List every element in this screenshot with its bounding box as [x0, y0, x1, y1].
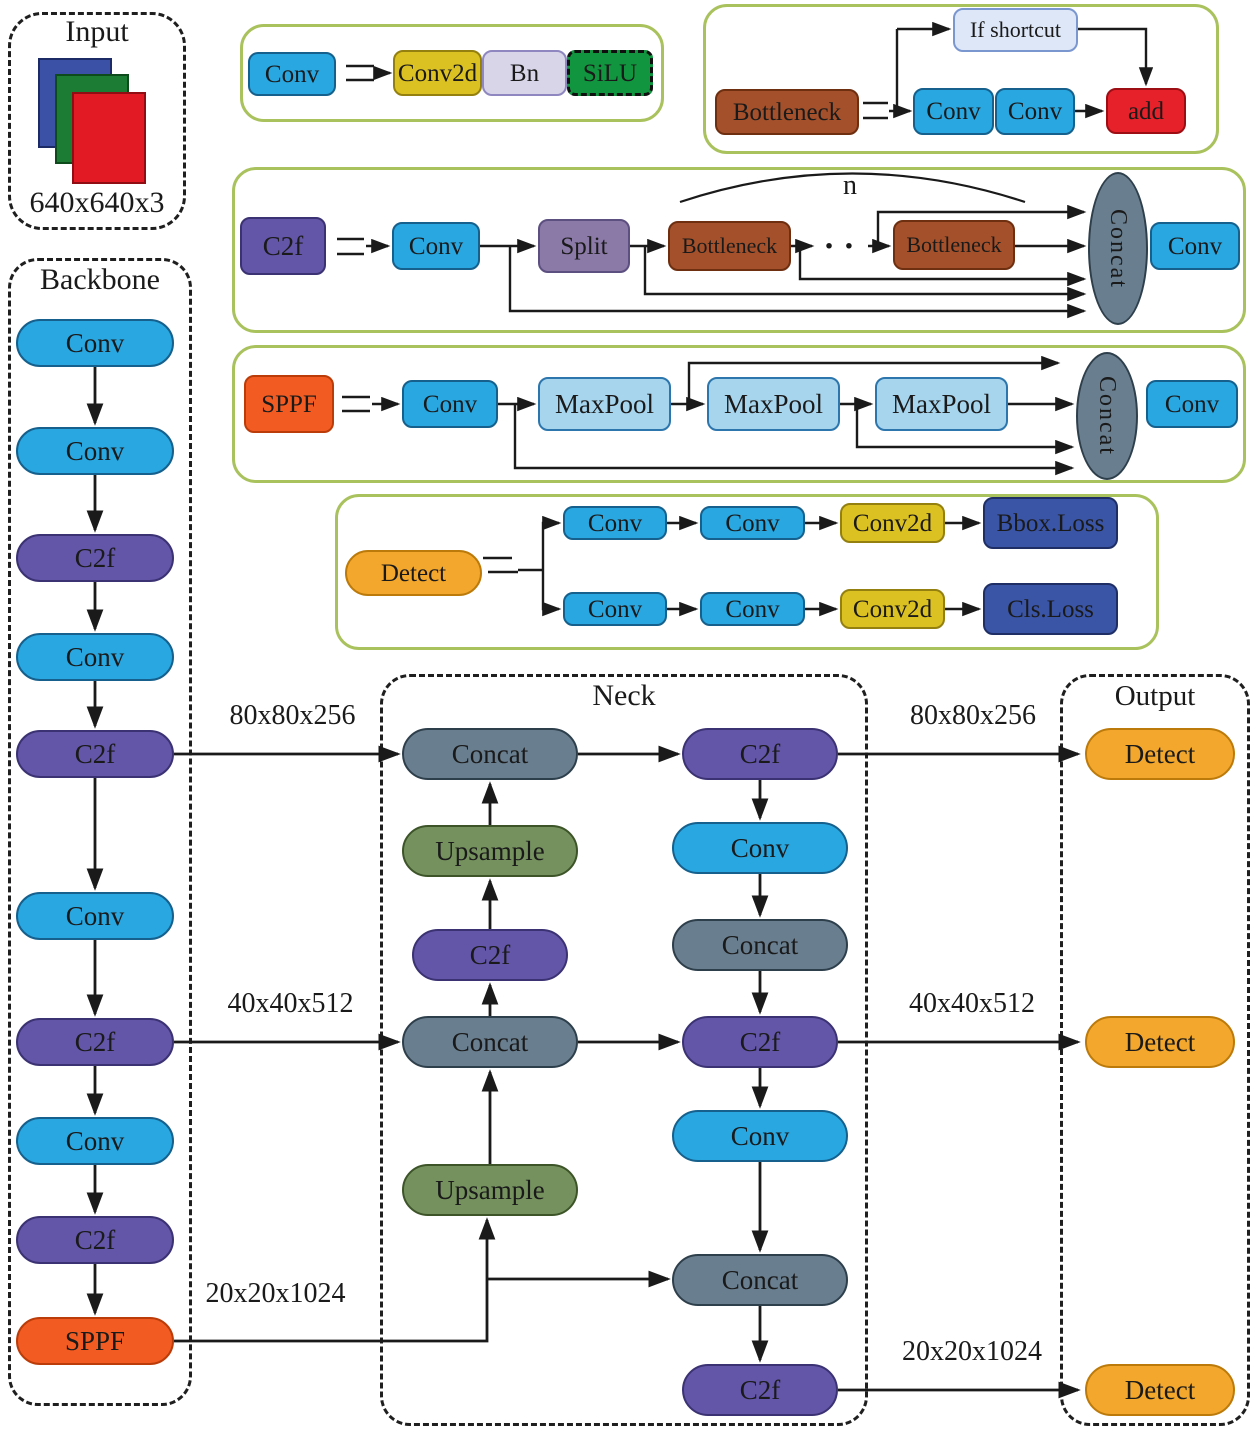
legend-silu-node: SiLU: [567, 50, 653, 96]
neck-c2f-p4: C2f: [682, 1016, 838, 1068]
legend-cls-loss-node: Cls.Loss: [983, 583, 1118, 635]
backbone-conv-3: Conv: [16, 633, 174, 681]
input-title: Input: [65, 15, 129, 48]
legend-c2f-conv-in: Conv: [392, 222, 480, 270]
legend-maxpool2: MaxPool: [707, 377, 840, 431]
legend-bbox-loss-node: Bbox.Loss: [983, 497, 1118, 549]
legend-detect-bottom-conv2: Conv: [700, 592, 805, 626]
legend-c2f-bottleneck1: Bottleneck: [668, 221, 791, 271]
legend-split-node: Split: [538, 219, 630, 273]
neck-c2f-p3: C2f: [682, 728, 838, 780]
legend-bottleneck-conv1: Conv: [913, 88, 994, 135]
legend-detect-top-conv1: Conv: [563, 506, 667, 540]
legend-detect-top-conv2: Conv: [700, 506, 805, 540]
output-detect-p4: Detect: [1085, 1016, 1235, 1068]
bottleneck-dots: · ·: [823, 228, 855, 265]
legend-maxpool1: MaxPool: [538, 377, 671, 431]
n-repeat-label: n: [843, 170, 857, 201]
backbone-conv-5: Conv: [16, 1117, 174, 1165]
neck-conv-down1: Conv: [672, 822, 848, 874]
neck-concat-top: Concat: [402, 728, 578, 780]
legend-c2f-node: C2f: [240, 217, 326, 275]
legend-c2f-concat: Concat: [1088, 172, 1148, 325]
backbone-group-box: [8, 258, 192, 1406]
legend-detect-bottom-conv2d: Conv2d: [840, 589, 945, 629]
p3-size-label-right: 80x80x256: [910, 700, 1036, 731]
legend-c2f-bottleneck2: Bottleneck: [893, 220, 1015, 270]
input-image-red: [72, 92, 146, 184]
backbone-c2f-2: C2f: [16, 730, 174, 778]
backbone-title: Backbone: [40, 263, 160, 296]
legend-bottleneck-node: Bottleneck: [715, 89, 859, 135]
legend-sppf-conv-in: Conv: [402, 380, 498, 428]
legend-conv-node: Conv: [248, 52, 336, 96]
neck-upsample-2: Upsample: [402, 1164, 578, 1216]
backbone-conv-1: Conv: [16, 319, 174, 367]
legend-bottleneck-conv2: Conv: [995, 88, 1075, 135]
legend-conv2d-node: Conv2d: [393, 50, 482, 96]
legend-c2f-conv-out: Conv: [1150, 222, 1240, 270]
neck-concat-bottom: Concat: [672, 1254, 848, 1306]
legend-sppf-node: SPPF: [244, 375, 334, 433]
neck-concat-right1: Concat: [672, 919, 848, 971]
neck-upsample-1: Upsample: [402, 825, 578, 877]
neck-c2f-left: C2f: [412, 929, 568, 981]
legend-add-node: add: [1106, 88, 1186, 134]
legend-detect-top-conv2d: Conv2d: [840, 503, 945, 543]
p5-size-label-left: 20x20x1024: [205, 1278, 346, 1309]
backbone-c2f-1: C2f: [16, 534, 174, 582]
output-title: Output: [1114, 680, 1196, 712]
neck-conv-down2: Conv: [672, 1110, 848, 1162]
legend-detect-bottom-conv1: Conv: [563, 592, 667, 626]
backbone-c2f-3: C2f: [16, 1018, 174, 1066]
legend-sppf-conv-out: Conv: [1146, 380, 1238, 428]
output-detect-p5: Detect: [1085, 1364, 1235, 1416]
p5-size-label-right: 20x20x1024: [902, 1336, 1042, 1367]
p4-size-label-right: 40x40x512: [909, 988, 1035, 1019]
backbone-sppf: SPPF: [16, 1317, 174, 1365]
input-size-label: 640x640x3: [29, 186, 165, 219]
backbone-conv-4: Conv: [16, 892, 174, 940]
legend-bn-node: Bn: [482, 50, 567, 96]
legend-detect-node: Detect: [345, 550, 482, 596]
legend-if-shortcut-node: If shortcut: [953, 8, 1078, 52]
p3-size-label-left: 80x80x256: [229, 700, 356, 731]
output-detect-p3: Detect: [1085, 728, 1235, 780]
neck-title: Neck: [592, 679, 656, 712]
backbone-conv-2: Conv: [16, 427, 174, 475]
neck-c2f-p5: C2f: [682, 1364, 838, 1416]
input-group-box: [8, 12, 186, 230]
p4-size-label-left: 40x40x512: [227, 988, 354, 1019]
backbone-c2f-4: C2f: [16, 1216, 174, 1264]
legend-maxpool3: MaxPool: [875, 377, 1008, 431]
legend-sppf-concat: Concat: [1076, 352, 1138, 480]
neck-concat-mid: Concat: [402, 1016, 578, 1068]
